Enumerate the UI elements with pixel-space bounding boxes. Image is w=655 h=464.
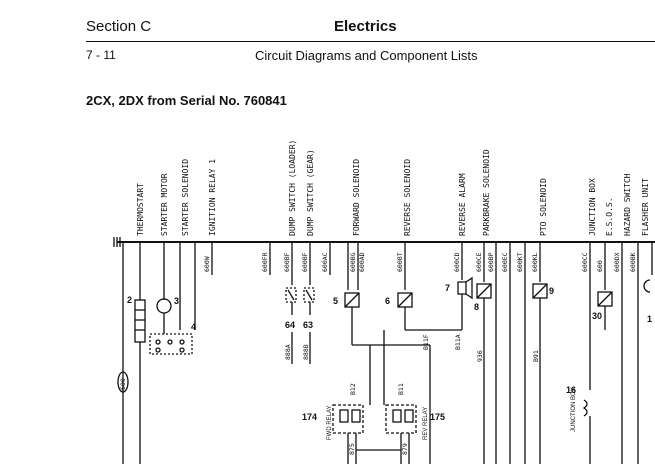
component-number: 64 <box>285 320 295 330</box>
relay-label: JUNCTION BOX <box>571 387 577 432</box>
wire-code: 936 <box>476 350 484 362</box>
component-labels: THERMOSTART STARTER MOTOR STARTER SOLENO… <box>136 140 650 236</box>
component-label: STARTER MOTOR <box>160 173 169 236</box>
section-label: Section C <box>86 18 152 35</box>
wire-code: 600KT <box>516 252 524 272</box>
wire-code: 600AD <box>358 252 366 272</box>
wire-code: 600W <box>203 256 211 272</box>
component-label: PARKBRAKE SOLENOID <box>482 149 491 236</box>
wire-code: 600FR <box>261 252 269 272</box>
component-label: DUMP SWITCH (GEAR) <box>306 149 315 236</box>
wire-code: 600BT <box>396 252 404 272</box>
page-subtitle: Circuit Diagrams and Component Lists <box>255 48 478 63</box>
wire-code: 600CE <box>475 252 483 272</box>
wire-code: 600BF <box>301 252 309 272</box>
wire-code: 600 <box>119 378 127 390</box>
component-label: STARTER SOLENOID <box>181 159 190 236</box>
component-label: IGNITION RELAY 1 <box>208 159 217 236</box>
component-number: 9 <box>549 286 554 296</box>
component-number: 7 <box>445 283 450 293</box>
component-label: FLASHER UNIT <box>641 178 650 236</box>
component-number: 1 <box>647 314 652 324</box>
component-label: FORWARD SOLENOID <box>352 159 361 236</box>
header-rule <box>86 41 655 42</box>
relay-labels: FWD RELAY REV RELAY JUNCTION BOX <box>327 387 577 440</box>
component-label: PTO SOLENOID <box>539 178 548 236</box>
wire-code: 875 <box>348 443 356 455</box>
component-number: 2 <box>127 295 132 305</box>
wire-codes: 600W 600FR 600BF 600BF 600AC 600BG 600AD… <box>119 252 637 455</box>
wire-code: 600BF <box>283 252 291 272</box>
wire-code: 600EC <box>501 252 509 272</box>
wire-code: 600AC <box>321 252 329 272</box>
component-label: REVERSE ALARM <box>458 173 467 236</box>
wire-code: B12 <box>349 383 357 395</box>
component-number: 5 <box>333 296 338 306</box>
wire-code: B11F <box>422 334 430 350</box>
wire-code: 600 <box>596 260 604 272</box>
wire-code: 600DX <box>613 252 621 272</box>
page-title: Electrics <box>334 18 397 35</box>
wire-code: B11 <box>397 383 405 395</box>
component-label: REVERSE SOLENOID <box>403 159 412 236</box>
component-number: 63 <box>303 320 313 330</box>
wire-code: 600KL <box>531 252 539 272</box>
wire-code: 600CC <box>581 252 589 272</box>
wire-code: 600BK <box>629 252 637 272</box>
wire-code: 600BP <box>487 252 495 272</box>
wire-code: B91 <box>532 350 540 362</box>
wire-code: 888B <box>302 344 310 360</box>
component-label: E.S.O.S. <box>605 197 614 236</box>
component-label: HAZARD SWITCH <box>623 173 632 236</box>
component-number: 174 <box>302 412 317 422</box>
wire-code: 600BG <box>349 252 357 272</box>
component-number: 8 <box>474 302 479 312</box>
component-label: DUMP SWITCH (LOADER) <box>288 140 297 236</box>
component-number: 6 <box>385 296 390 306</box>
component-number: 16 <box>566 385 576 395</box>
component-number: 3 <box>174 296 179 306</box>
wire-code: 879 <box>401 443 409 455</box>
relay-label: FWD RELAY <box>327 405 333 440</box>
wire-code: 600CD <box>453 252 461 272</box>
component-label: THERMOSTART <box>136 183 145 236</box>
component-label: JUNCTION BOX <box>588 178 597 236</box>
serial-title: 2CX, 2DX from Serial No. 760841 <box>86 93 287 108</box>
component-number: 4 <box>191 322 196 332</box>
component-numbers: 2 3 4 5 6 7 8 9 16 30 64 63 174 175 1 <box>127 283 652 422</box>
wire-code: 888A <box>284 344 292 360</box>
page-number: 7 - 11 <box>86 48 116 62</box>
wire-code: B11A <box>454 334 462 350</box>
component-number: 175 <box>430 412 445 422</box>
component-number: 30 <box>592 311 602 321</box>
relay-label: REV RELAY <box>423 407 429 440</box>
